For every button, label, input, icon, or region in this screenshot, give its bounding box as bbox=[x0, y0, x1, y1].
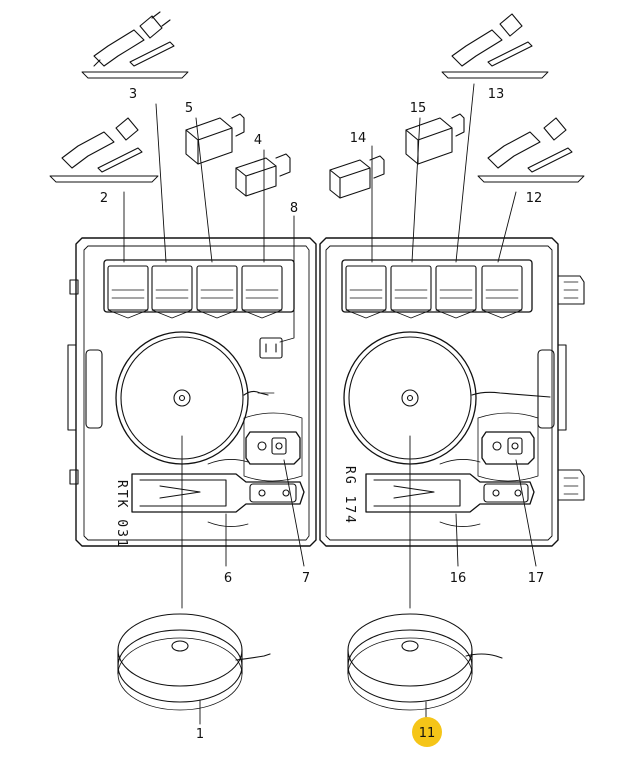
left-connector-slots bbox=[103, 259, 295, 319]
callout-5: 5 bbox=[185, 101, 193, 116]
right-case-label: RG 174 bbox=[342, 466, 357, 525]
right-crimp-tool bbox=[365, 459, 535, 527]
connector-4 bbox=[235, 153, 291, 197]
callout-15: 15 bbox=[410, 101, 427, 116]
cable-spool-11 bbox=[347, 613, 503, 711]
callout-6: 6 bbox=[224, 571, 232, 586]
leader-lines bbox=[123, 83, 537, 725]
connector-set-13 bbox=[441, 13, 549, 79]
connector-set-3 bbox=[81, 11, 189, 79]
callout-13: 13 bbox=[488, 87, 505, 102]
connector-5 bbox=[185, 113, 245, 165]
connector-15 bbox=[405, 113, 465, 165]
connector-14 bbox=[329, 155, 385, 199]
callout-14: 14 bbox=[350, 131, 367, 146]
left-case-label: RTK 031 bbox=[114, 480, 129, 549]
callout-16: 16 bbox=[450, 571, 467, 586]
right-case: RG 174 bbox=[319, 237, 585, 547]
left-case: RTK 031 bbox=[67, 237, 317, 549]
callout-12: 12 bbox=[526, 191, 543, 206]
cable-spool-1 bbox=[117, 613, 271, 711]
connector-set-12 bbox=[477, 117, 585, 183]
callout-2: 2 bbox=[100, 191, 108, 206]
callout-8: 8 bbox=[290, 201, 298, 216]
right-spool-recess bbox=[343, 331, 551, 465]
callout-11-highlight[interactable]: 11 bbox=[412, 717, 442, 747]
left-clip-part bbox=[259, 337, 283, 359]
callout-3: 3 bbox=[129, 87, 137, 102]
callout-4: 4 bbox=[254, 133, 262, 148]
right-crimp-die bbox=[477, 412, 539, 482]
callout-7: 7 bbox=[302, 571, 310, 586]
right-connector-slots bbox=[341, 259, 533, 319]
left-crimp-tool bbox=[131, 459, 305, 527]
highlight-badge[interactable] bbox=[412, 717, 442, 747]
callout-17: 17 bbox=[528, 571, 545, 586]
left-crimp-die bbox=[243, 412, 303, 482]
callout-11[interactable]: 11 bbox=[419, 726, 436, 741]
connector-set-2 bbox=[49, 117, 159, 183]
left-spool-recess bbox=[115, 331, 275, 465]
callout-1: 1 bbox=[196, 727, 204, 742]
